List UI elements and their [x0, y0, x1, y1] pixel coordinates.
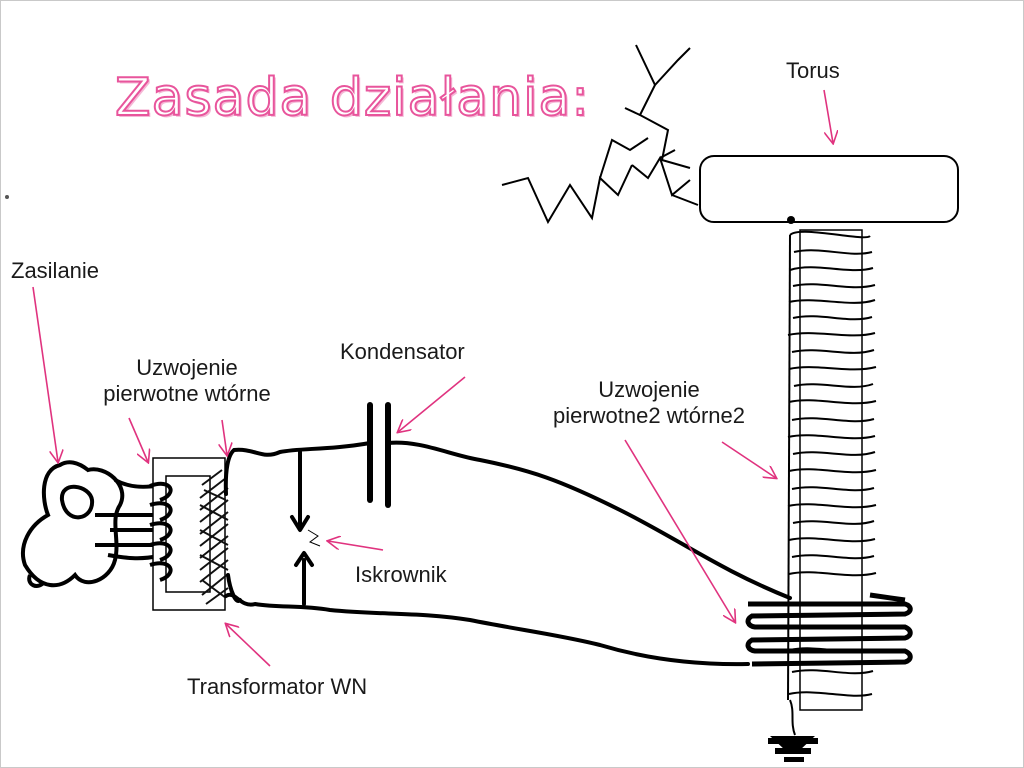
torus-contact	[787, 216, 795, 224]
ground-symbol	[768, 736, 818, 762]
arrow-torus	[823, 89, 833, 143]
torus-shape	[699, 155, 959, 223]
spark-gap-spark	[307, 529, 321, 547]
secondary-coil-windings	[787, 230, 877, 736]
arrow-uzwojenie-pierwotne	[128, 417, 148, 462]
arrow-kondensator	[398, 376, 466, 432]
arrow-uzwojenie2-primary	[624, 439, 735, 622]
arrow-transformator	[226, 624, 271, 667]
label-zasilanie: Zasilanie	[11, 258, 100, 283]
pointer-arrows	[32, 89, 833, 667]
label-transformator: Transformator WN	[187, 674, 368, 699]
label-uzwojenie-2-line1: Uzwojenie	[598, 377, 700, 402]
label-torus: Torus	[786, 58, 840, 83]
sparks	[501, 44, 699, 225]
wiring	[223, 440, 792, 667]
arrow-zasilanie	[32, 286, 58, 462]
label-uzwojenie-1-line1: Uzwojenie	[136, 355, 238, 380]
secondary-winding-hatch	[199, 469, 229, 605]
slide-title: Zasada działania:	[114, 68, 590, 128]
arrow-uzwojenie2-secondary	[721, 441, 776, 478]
power-plug	[21, 460, 161, 588]
label-iskrownik: Iskrownik	[355, 562, 447, 587]
label-uzwojenie-1-line2: pierwotne wtórne	[103, 381, 271, 406]
arrow-iskrownik	[328, 541, 384, 551]
arrow-uzwojenie-wtorne	[222, 419, 227, 455]
label-uzwojenie-2: Uzwojenie pierwotne2 wtórne2	[518, 377, 780, 429]
capacitor-plates	[367, 402, 391, 508]
label-kondensator: Kondensator	[340, 339, 465, 364]
label-uzwojenie-1: Uzwojenie pierwotne wtórne	[62, 355, 312, 407]
label-uzwojenie-2-line2: pierwotne2 wtórne2	[552, 403, 745, 428]
hv-transformer	[149, 457, 229, 611]
primary-coil	[745, 592, 913, 667]
